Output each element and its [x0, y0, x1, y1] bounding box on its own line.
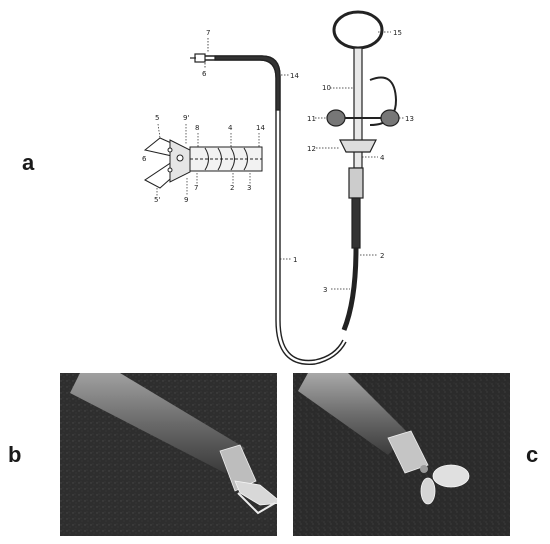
callout-detail-5: 5 [155, 114, 159, 122]
callout-detail-8: 8 [195, 124, 199, 132]
panel-label-a: a [22, 150, 35, 175]
callout-handle-12: 12 [307, 145, 316, 153]
jaw-c-upper [432, 464, 470, 488]
shaft-b [70, 373, 245, 473]
finger-ring [332, 10, 384, 50]
forceps-handle [326, 10, 400, 331]
callout-handle-15: 15 [393, 29, 402, 37]
callout-detail-3: 3 [247, 184, 251, 192]
tip-jaw [194, 53, 206, 63]
callout-tip-7: 7 [206, 29, 210, 37]
flexible-shaft [200, 55, 344, 362]
callout-detail-2: 2 [230, 184, 234, 192]
callout-detail-5p: 5' [154, 196, 160, 204]
callout-detail-6: 6 [142, 155, 147, 163]
callout-handle-3: 3 [323, 286, 327, 294]
callout-handle-11: 11 [307, 115, 316, 123]
callout-tip-14: 14 [290, 72, 299, 80]
jaw-detail [143, 137, 263, 189]
callout-tip-6: 6 [202, 70, 207, 78]
callout-handle-1: 1 [293, 256, 297, 264]
jaw-c-lower [420, 477, 436, 505]
jaw-b [234, 480, 277, 506]
panel-label-c: c [526, 442, 539, 467]
callout-detail-14: 14 [256, 124, 265, 132]
callout-detail-4: 4 [228, 124, 233, 132]
forceps-technical-drawing: 7 6 14 5 9' 8 4 14 6 7 2 3 5' 9 [142, 10, 414, 365]
callout-handle-4: 4 [380, 154, 385, 162]
callout-detail-7: 7 [194, 184, 198, 192]
photo-b-forceps-closed [60, 373, 277, 536]
photo-c-forceps-open [293, 373, 510, 536]
callout-handle-2: 2 [380, 252, 384, 260]
callout-handle-10: 10 [322, 84, 331, 92]
panel-label-b: b [8, 442, 22, 467]
callout-detail-9p: 9' [183, 114, 189, 122]
coil-section-top [214, 55, 281, 111]
shaft-c [298, 373, 408, 455]
callout-handle-13: 13 [405, 115, 414, 123]
callout-detail-9: 9 [184, 196, 188, 204]
